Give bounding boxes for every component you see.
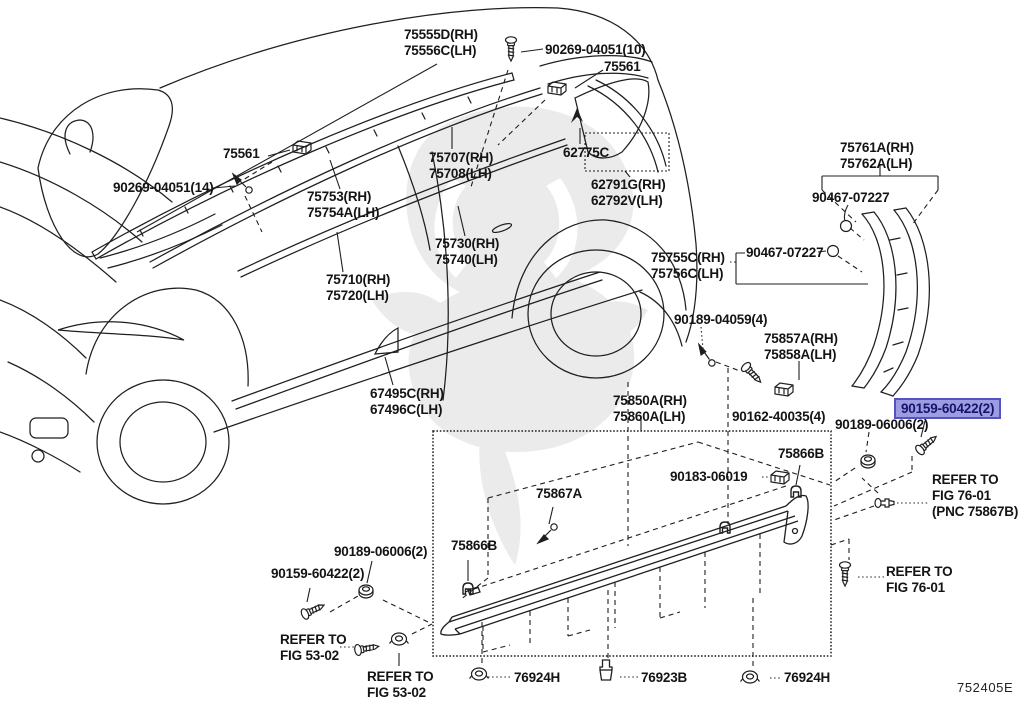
part-75710-75720[interactable]: 75710(RH)75720(LH): [326, 272, 390, 304]
part-76923b-line-0: 76923B: [641, 670, 688, 685]
grommet-icon: [839, 219, 853, 233]
part-75710-75720-line-1: 75720(LH): [326, 288, 389, 303]
part-75761a-75762a-line-0: 75761A(RH): [840, 140, 914, 155]
part-75753-75754a-line-1: 75754A(LH): [307, 205, 380, 220]
note-refer-fig76-01-pnc-line-1: FIG 76-01: [932, 488, 991, 503]
note-refer-fig53-02-second-line-1: FIG 53-02: [367, 685, 426, 700]
part-75761a-75762a-line-1: 75762A(LH): [840, 156, 913, 171]
part-67495c-67496c-line-0: 67495C(RH): [370, 386, 444, 401]
part-76924h-left[interactable]: 76924H: [514, 670, 560, 686]
part-90467-07227-upper[interactable]: 90467-07227: [812, 190, 890, 206]
part-90159-60422-right-line-0: 90159-60422(2): [901, 401, 995, 416]
part-76924h-left-line-0: 76924H: [514, 670, 561, 685]
part-75707-75708-line-1: 75708(LH): [429, 166, 492, 181]
arrow-icon: [571, 108, 583, 123]
part-90269-04051-14[interactable]: 90269-04051(14): [113, 180, 214, 196]
part-75730-75740[interactable]: 75730(RH)75740(LH): [435, 236, 499, 268]
note-refer-fig53-02-first-line-0: REFER TO: [280, 632, 347, 647]
part-76923b[interactable]: 76923B: [641, 670, 687, 686]
part-75857a-75858a-line-0: 75857A(RH): [764, 331, 838, 346]
part-75755c-75756c[interactable]: 75755C(RH)75756C(LH): [651, 250, 725, 282]
part-62791g-62792v-line-1: 62792V(LH): [591, 193, 663, 208]
part-75710-75720-line-0: 75710(RH): [326, 272, 391, 287]
part-75707-75708[interactable]: 75707(RH)75708(LH): [429, 150, 493, 182]
part-90269-04051-10[interactable]: 90269-04051(10): [545, 42, 646, 58]
part-75850a-75860a[interactable]: 75850A(RH)75860A(LH): [613, 393, 687, 425]
part-75753-75754a-line-0: 75753(RH): [307, 189, 372, 204]
part-90189-04059-line-0: 90189-04059(4): [674, 312, 768, 327]
part-90162-40035[interactable]: 90162-40035(4): [732, 409, 825, 425]
part-75555d-75556c-line-0: 75555D(RH): [404, 27, 478, 42]
car-line-art: [0, 6, 930, 505]
note-refer-fig53-02-first-line-1: FIG 53-02: [280, 648, 339, 663]
note-refer-fig76-01-pnc-line-2: (PNC 75867B): [932, 504, 1019, 519]
part-75866b-right[interactable]: 75866B: [778, 446, 824, 462]
note-refer-fig76-01-pnc-line-0: REFER TO: [932, 472, 999, 487]
part-75857a-75858a-line-1: 75858A(LH): [764, 347, 837, 362]
part-62791g-62792v[interactable]: 62791G(RH)62792V(LH): [591, 177, 666, 209]
part-75755c-75756c-line-1: 75756C(LH): [651, 266, 724, 281]
part-75755c-75756c-line-0: 75755C(RH): [651, 250, 725, 265]
part-62791g-62792v-line-0: 62791G(RH): [591, 177, 666, 192]
leader-lines: [136, 48, 939, 679]
part-90189-06006-right-line-0: 90189-06006(2): [835, 417, 929, 432]
part-75561-top-line-0: 75561: [604, 59, 641, 74]
part-90269-04051-14-line-0: 90269-04051(14): [113, 180, 214, 195]
note-refer-fig76-01-right-line-0: REFER TO: [886, 564, 953, 579]
figure-code-line-0: 752405E: [957, 680, 1014, 695]
note-refer-fig53-02-second-line-0: REFER TO: [367, 669, 434, 684]
part-90183-06019-line-0: 90183-06019: [670, 469, 748, 484]
part-90269-04051-10-line-0: 90269-04051(10): [545, 42, 646, 57]
part-90162-40035-line-0: 90162-40035(4): [732, 409, 826, 424]
part-90189-04059[interactable]: 90189-04059(4): [674, 312, 767, 328]
part-75866b-left-line-0: 75866B: [451, 538, 498, 553]
part-75866b-left[interactable]: 75866B: [451, 538, 497, 554]
grommet-icon: [826, 244, 840, 258]
part-75850a-75860a-line-1: 75860A(LH): [613, 409, 686, 424]
part-90189-06006-left-line-0: 90189-06006(2): [334, 544, 428, 559]
part-75850a-75860a-line-0: 75850A(RH): [613, 393, 687, 408]
part-75555d-75556c[interactable]: 75555D(RH)75556C(LH): [404, 27, 478, 59]
part-75561-top[interactable]: 75561: [604, 59, 641, 75]
part-90159-60422-right[interactable]: 90159-60422(2): [894, 398, 1002, 419]
part-67495c-67496c-line-1: 67496C(LH): [370, 402, 443, 417]
part-76924h-right[interactable]: 76924H: [784, 670, 830, 686]
note-refer-fig76-01-right-line-1: FIG 76-01: [886, 580, 945, 595]
part-75857a-75858a[interactable]: 75857A(RH)75858A(LH): [764, 331, 838, 363]
part-90467-07227-upper-line-0: 90467-07227: [812, 190, 890, 205]
part-62775c-line-0: 62775C: [563, 145, 610, 160]
part-90159-60422-left[interactable]: 90159-60422(2): [271, 566, 364, 582]
part-90159-60422-left-line-0: 90159-60422(2): [271, 566, 365, 581]
part-75866b-right-line-0: 75866B: [778, 446, 825, 461]
part-90467-07227-lower-line-0: 90467-07227: [746, 245, 824, 260]
part-90183-06019[interactable]: 90183-06019: [670, 469, 748, 485]
part-90467-07227-lower[interactable]: 90467-07227: [746, 245, 824, 261]
part-90189-06006-left[interactable]: 90189-06006(2): [334, 544, 427, 560]
part-67495c-67496c[interactable]: 67495C(RH)67496C(LH): [370, 386, 444, 418]
part-75867a-line-0: 75867A: [536, 486, 583, 501]
part-75707-75708-line-0: 75707(RH): [429, 150, 494, 165]
part-75730-75740-line-1: 75740(LH): [435, 252, 498, 267]
part-75555d-75556c-line-1: 75556C(LH): [404, 43, 477, 58]
part-75561-left[interactable]: 75561: [223, 146, 260, 162]
fastener-icons: [232, 36, 941, 684]
part-90189-06006-right[interactable]: 90189-06006(2): [835, 417, 928, 433]
part-75867a[interactable]: 75867A: [536, 486, 582, 502]
part-75753-75754a[interactable]: 75753(RH)75754A(LH): [307, 189, 379, 221]
part-75561-left-line-0: 75561: [223, 146, 260, 161]
part-75761a-75762a[interactable]: 75761A(RH)75762A(LH): [840, 140, 914, 172]
part-62775c[interactable]: 62775C: [563, 145, 609, 161]
part-75730-75740-line-0: 75730(RH): [435, 236, 500, 251]
part-76924h-right-line-0: 76924H: [784, 670, 831, 685]
figure-code: 752405E: [957, 680, 1013, 696]
